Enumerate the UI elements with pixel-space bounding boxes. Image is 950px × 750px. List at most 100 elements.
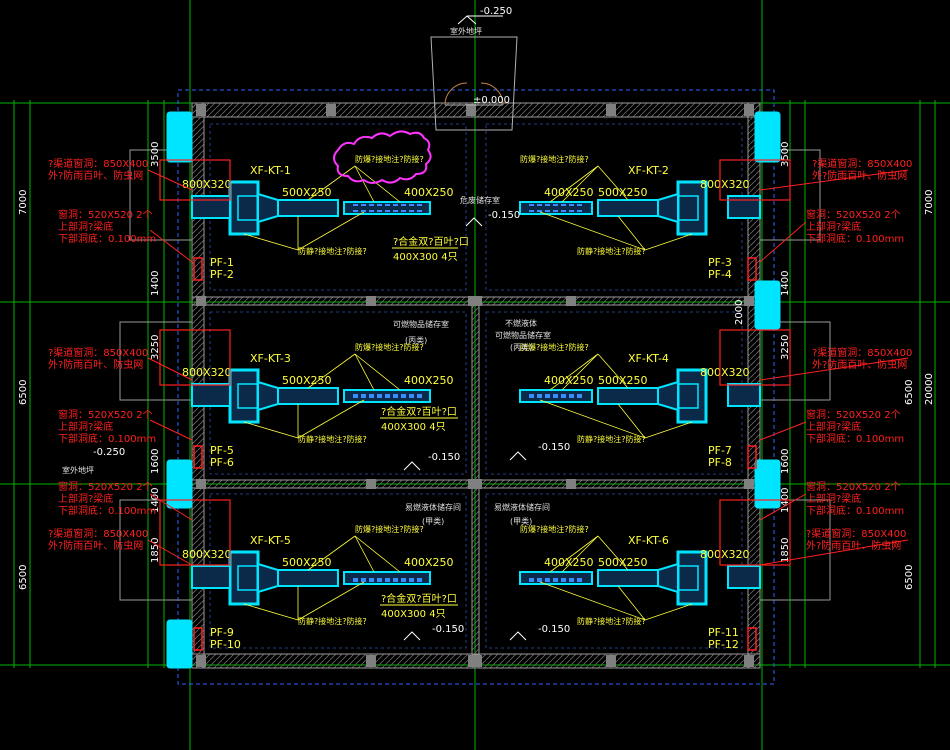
pf-frame [193,445,203,469]
dim-right-3500: 3500 [780,142,791,167]
duct-500x250 [597,199,659,217]
leader-line [644,603,693,621]
pf-label-b: PF-4 [708,268,732,281]
leader-line [539,581,646,621]
dim-outer-6500b: 6500 [18,565,29,590]
opening-note-5-0: 窗洞：520X520 2个 [58,480,153,493]
dim-left-1850: 1850 [150,538,161,563]
dim-right-7000: 7000 [924,190,935,215]
duct-reducer [657,192,679,224]
building-outline [177,89,775,685]
duct-grilles [528,574,584,582]
pf-frame [747,627,757,651]
leader-line [307,165,356,201]
duct-size-a: 500X250 [282,556,332,569]
dim-left-3250: 3250 [150,335,161,360]
louver-note-5-1: 外?防雨百叶、防虫网 [48,539,143,552]
opening-note-3-1: 上部洞?梁底 [58,420,113,433]
red-leader [147,357,193,381]
unit-name: XF-KT-2 [628,164,669,177]
dim-left-1400a: 1400 [150,271,161,296]
louver-duct [191,383,231,407]
leader-line [297,399,365,439]
opening-note-4-1: 上部洞?梁底 [806,420,861,433]
fan-unit-box [228,180,260,236]
fan-unit-box [228,550,260,606]
leader-line [539,399,646,439]
duct-size-a: 500X250 [282,186,332,199]
leader-line [354,535,375,573]
room6-label-2: (甲类) [510,516,532,526]
room1-label: 危废储存室 [460,195,500,205]
leader-line [243,603,299,621]
dim-outer-7000: 7000 [18,190,29,215]
louver-note-5-0: ?渠道窗洞：850X400 [48,527,148,540]
room3-label-2: (丙类) [405,335,427,345]
louver-duct [727,383,761,407]
leader-line [549,165,599,203]
louver-note-3-0: ?渠道窗洞：850X400 [48,346,148,359]
leader-line [597,165,629,201]
duct-grilles [352,204,422,212]
leader-line [617,585,646,621]
duct-size-b: 400X250 [404,556,454,569]
unit-size: 800X320 [182,366,232,379]
duct-reducer [257,562,279,594]
unit-size: 800X320 [700,178,750,191]
room3-label-1: 可燃物品储存室 [393,319,449,329]
duct-system-kt6: XF-KT-6800X320500X250400X250PF-11PF-12防爆… [519,524,761,651]
dim-right-6500b: 6500 [904,565,915,590]
pf-label-b: PF-8 [708,456,732,469]
louver-note-4-0: ?渠道窗洞：850X400 [812,346,912,359]
elev-marker-top [457,15,503,25]
duct-size-b: 400X250 [544,374,594,387]
vent-note-bottom: 防静?接地注?防接? [298,616,367,626]
red-route [719,499,791,566]
louver-note-2-0: ?渠道窗洞：850X400 [812,157,912,170]
red-leader [759,221,807,263]
red-route [719,329,791,386]
vent-note-top: 防爆?接地注?防接? [520,342,589,352]
unit-size: 800X320 [700,366,750,379]
elev-top: -0.250 [480,6,512,17]
opening-note-4-2: 下部洞底：0.100mm [806,432,904,445]
leader-line [597,353,629,389]
duct-reducer [657,562,679,594]
pf-label-a: PF-7 [708,444,732,457]
leader-line [549,353,599,391]
dim-outer-6500a: 6500 [18,380,29,405]
grille-spec-5: ?合金双?百叶?口 [381,592,457,605]
vent-note-bottom: 防静?接地注?防接? [298,246,367,256]
leader-line [297,211,365,251]
vent-note-top: 防爆?接地注?防接? [355,154,424,164]
vent-note-bottom: 防静?接地注?防接? [577,246,646,256]
unit-name: XF-KT-4 [628,352,669,365]
leader-line [307,353,356,389]
leader-line [644,233,693,251]
duct-500x250 [277,199,339,217]
louver-note-3-1: 外?防雨百叶、防虫网 [48,358,143,371]
room-labels: 危废储存室 可燃物品储存室 (丙类) 不燃液体 可燃物品储存室 (丙类) 易燃液… [62,195,551,526]
red-leader [759,357,909,381]
vent-note-bottom: 防静?接地注?防接? [577,616,646,626]
elev-left-mid: -0.250 [93,447,125,458]
leader-line [243,421,299,439]
red-leader [149,419,193,441]
opening-note-6-0: 窗洞：520X520 2个 [806,480,901,493]
opening-note-3-0: 窗洞：520X520 2个 [58,408,153,421]
dim-left-3500: 3500 [150,142,161,167]
vent-note-top: 防爆?接地注?防接? [355,524,424,534]
duct-reducer [657,380,679,412]
elevation-marks: -0.150 -0.250 -0.150 -0.150 -0.150 -0.15… [93,210,570,635]
red-leader [759,169,909,191]
opening-note-5-1: 上部洞?梁底 [58,492,113,505]
leader-line [597,535,629,571]
pf-frame [193,257,203,281]
louver-duct [727,565,761,589]
pf-frame [747,257,757,281]
unit-size: 800X320 [182,178,232,191]
duct-500x250 [277,569,339,587]
opening-note-1-0: 窗洞：520X520 2个 [58,208,153,221]
